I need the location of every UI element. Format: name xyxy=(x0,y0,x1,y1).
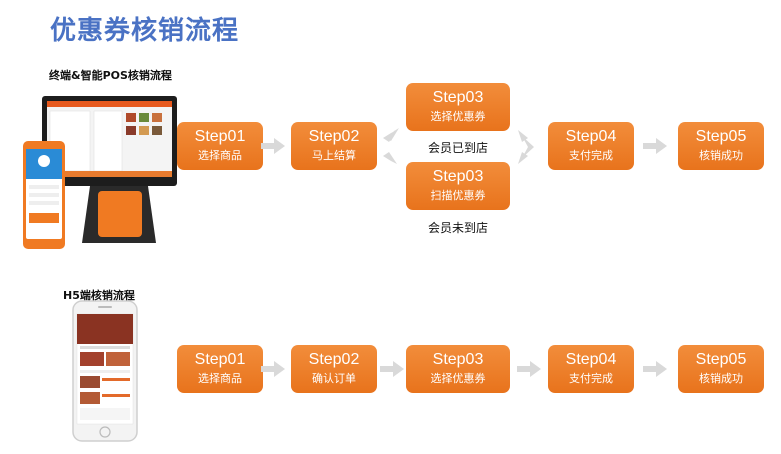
step-label: 选择商品 xyxy=(198,149,242,162)
step-label: 选择优惠券 xyxy=(430,372,486,385)
h5-step-01: Step01 选择商品 xyxy=(177,345,263,393)
step-label: 选择优惠券 xyxy=(430,110,486,123)
pos-step-04: Step04 支付完成 xyxy=(548,122,634,170)
step-number: Step05 xyxy=(695,351,747,368)
right-arrow-icon xyxy=(517,361,541,377)
branch-fork-icon xyxy=(383,128,399,164)
right-arrow-icon xyxy=(643,138,667,154)
step-label: 支付完成 xyxy=(569,149,613,162)
step-label: 扫描优惠券 xyxy=(430,189,486,202)
step-number: Step02 xyxy=(308,128,360,145)
branch-note-member-present: 会员已到店 xyxy=(428,141,489,155)
h5-step-02: Step02 确认订单 xyxy=(291,345,377,393)
step-number: Step03 xyxy=(432,168,484,185)
h5-step-05: Step05 核销成功 xyxy=(678,345,764,393)
right-arrow-icon xyxy=(261,361,285,377)
step-label: 支付完成 xyxy=(569,372,613,385)
h5-flow-label: H5端核销流程 xyxy=(63,289,135,302)
branch-note-member-absent: 会员未到店 xyxy=(428,221,489,235)
pos-flow-label: 终端&智能POS核销流程 xyxy=(49,69,172,82)
step-number: Step01 xyxy=(194,351,246,368)
pos-step-03-select-coupon: Step03 选择优惠券 xyxy=(406,83,510,131)
smartphone-illustration xyxy=(72,300,138,442)
pos-step-05: Step05 核销成功 xyxy=(678,122,764,170)
right-arrow-icon xyxy=(643,361,667,377)
h5-step-03: Step03 选择优惠券 xyxy=(406,345,510,393)
step-number: Step01 xyxy=(194,128,246,145)
step-number: Step05 xyxy=(695,128,747,145)
step-number: Step03 xyxy=(432,89,484,106)
right-arrow-icon xyxy=(261,138,285,154)
h5-step-04: Step04 支付完成 xyxy=(548,345,634,393)
pos-terminal-illustration xyxy=(23,96,177,249)
step-label: 核销成功 xyxy=(699,372,743,385)
pos-step-02: Step02 马上结算 xyxy=(291,122,377,170)
page-title: 优惠券核销流程 xyxy=(50,16,240,46)
pos-step-03-scan-coupon: Step03 扫描优惠券 xyxy=(406,162,510,210)
step-label: 马上结算 xyxy=(312,149,356,162)
step-label: 确认订单 xyxy=(312,372,356,385)
pos-step-01: Step01 选择商品 xyxy=(177,122,263,170)
step-number: Step03 xyxy=(432,351,484,368)
step-number: Step04 xyxy=(565,128,617,145)
step-label: 核销成功 xyxy=(699,149,743,162)
step-number: Step04 xyxy=(565,351,617,368)
right-arrow-icon xyxy=(380,361,404,377)
branch-merge-icon xyxy=(518,130,534,164)
step-label: 选择商品 xyxy=(198,372,242,385)
step-number: Step02 xyxy=(308,351,360,368)
